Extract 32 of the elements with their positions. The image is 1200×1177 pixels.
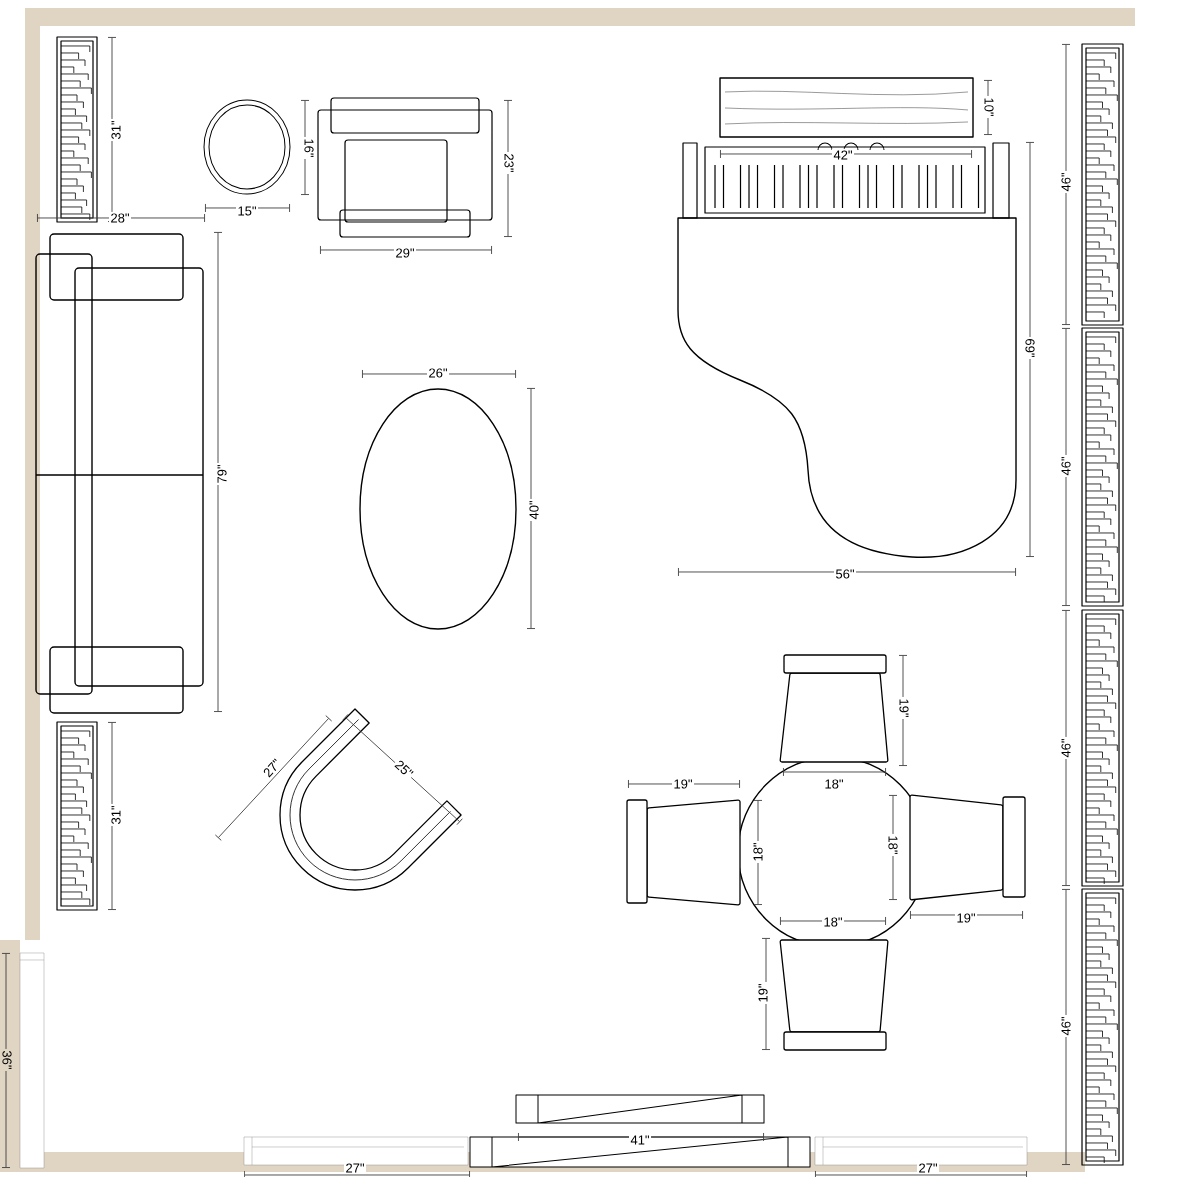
- dimension-label: 27": [916, 1161, 940, 1174]
- dimension-label: 19": [756, 981, 770, 1004]
- dimension-label: 27": [343, 1161, 367, 1174]
- dimension-label: 69": [1023, 336, 1037, 359]
- dimension-label: 25": [391, 757, 417, 781]
- dimension-label: 42": [831, 148, 855, 161]
- dimension-label: 46": [1059, 1014, 1073, 1037]
- dimension-label: 19": [671, 777, 695, 791]
- dimension-label: 46": [1059, 736, 1073, 759]
- dimension-label: 31": [109, 803, 123, 826]
- dimension-label: 23": [502, 151, 516, 174]
- dimension-label: 19": [954, 911, 978, 925]
- dimension-label: 40": [527, 498, 541, 521]
- dimension-label: 36": [0, 1048, 14, 1071]
- dimension-label: 41": [628, 1134, 652, 1146]
- dimension-label: 19": [897, 696, 911, 719]
- dimension-label: 46": [1059, 454, 1073, 477]
- dimension-label: 27": [260, 755, 284, 781]
- dimension-label: 10": [982, 95, 996, 118]
- dimension-label: 18": [821, 915, 845, 929]
- dimension-label: 79": [215, 462, 229, 485]
- dimension-label: 28": [108, 211, 132, 225]
- dimension-label: 18": [751, 840, 765, 863]
- dimension-label: 46": [1059, 170, 1073, 193]
- dimension-label: 15": [235, 204, 259, 217]
- dimension-label: 16": [302, 136, 316, 159]
- dimension-label: 26": [426, 366, 450, 380]
- dimension-label: 56": [833, 567, 857, 581]
- dimension-label: 29": [393, 246, 417, 260]
- dimension-label: 31": [109, 118, 123, 141]
- dimension-label: 18": [886, 833, 900, 856]
- dimension-label: 18": [822, 777, 846, 791]
